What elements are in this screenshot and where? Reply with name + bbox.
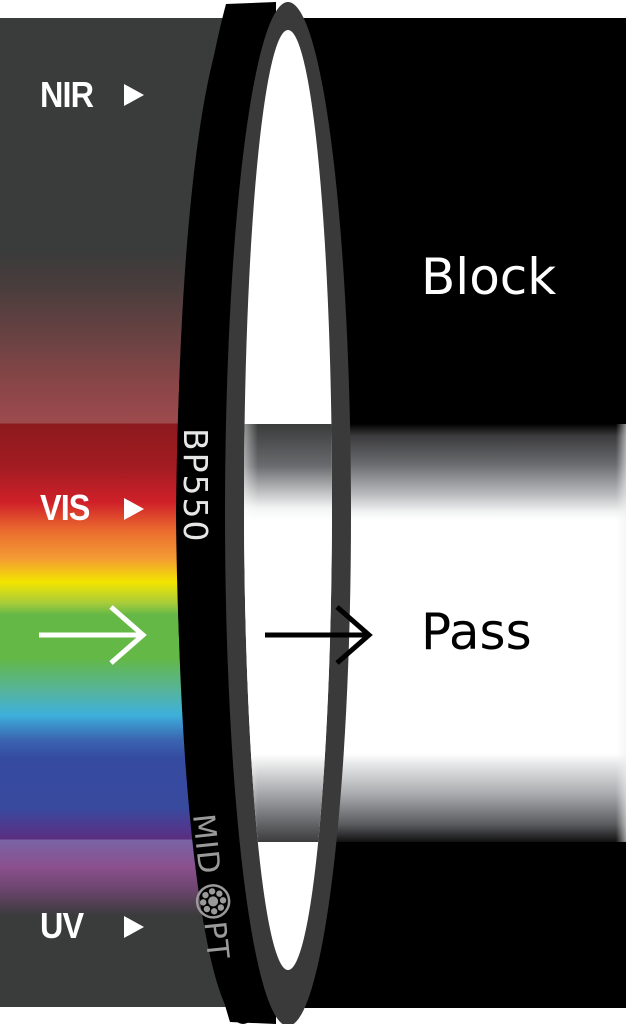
nir-triangle-icon (124, 84, 144, 106)
brand-lens-icon (195, 884, 231, 919)
block-label: Block (421, 248, 557, 306)
filter-model-label: BP550 (176, 428, 215, 544)
uv-triangle-icon (124, 916, 144, 938)
pass-label: Pass (421, 603, 532, 661)
brand-logo: MID PT (185, 812, 235, 961)
brand-text-pt: PT (196, 920, 235, 962)
uv-label: UV (40, 905, 84, 946)
outgoing-arrow-icon (265, 605, 373, 665)
incoming-arrow-icon (39, 605, 147, 665)
nir-label: NIR (40, 74, 94, 115)
vis-triangle-icon (124, 498, 144, 520)
brand-text-mid: MID (185, 812, 226, 876)
vis-label: VIS (40, 487, 90, 528)
